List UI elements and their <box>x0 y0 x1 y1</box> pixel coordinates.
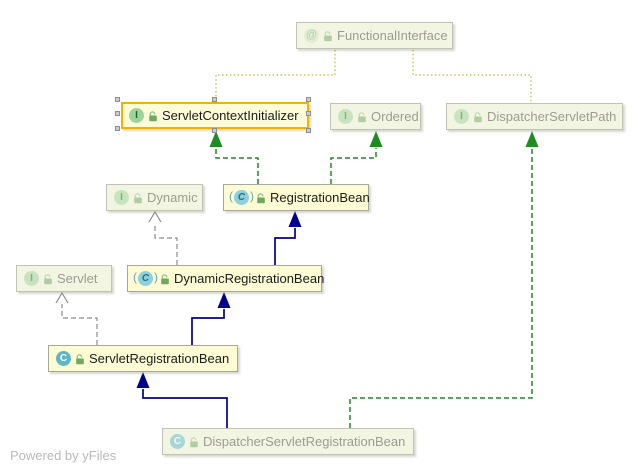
interface-icon: I <box>454 109 469 124</box>
lock-icon <box>323 30 333 42</box>
lock-icon <box>357 111 367 123</box>
lock-icon <box>148 110 158 122</box>
interface-icon: I <box>24 271 39 286</box>
lock-icon <box>160 273 170 285</box>
implements-arrowhead-icon <box>369 131 383 147</box>
selection-handle[interactable] <box>306 128 311 133</box>
node-functional-interface[interactable]: @ FunctionalInterface <box>296 22 453 49</box>
abstract-class-icon: C <box>133 271 158 286</box>
node-dynamic[interactable]: I Dynamic <box>106 184 203 211</box>
node-label: FunctionalInterface <box>337 28 448 43</box>
powered-by-yfiles-label: Powered by yFiles <box>10 448 117 463</box>
lock-icon <box>133 192 143 204</box>
node-label: DispatcherServletRegistrationBean <box>203 434 406 449</box>
selection-handle[interactable] <box>115 126 120 131</box>
annotation-icon: @ <box>304 28 319 43</box>
node-label: Servlet <box>57 271 98 286</box>
node-label: Dynamic <box>147 190 198 205</box>
open-arrowhead-icon <box>55 291 69 304</box>
edge-implements-servletregistrationbean-servlet[interactable] <box>61 304 98 345</box>
lock-icon <box>43 273 53 285</box>
node-servlet-registration-bean[interactable]: C ServletRegistrationBean <box>48 345 238 372</box>
edge-extends-dispatcherservletregistrationbean-servletregistrationbean[interactable] <box>142 389 228 428</box>
edge-implements-registrationbean-servletcontextinitializer[interactable] <box>215 147 259 184</box>
selection-handle[interactable] <box>212 128 217 133</box>
node-label: DispatcherServletPath <box>487 109 617 124</box>
extends-arrowhead-icon <box>288 211 302 227</box>
node-label: RegistrationBean <box>270 190 370 205</box>
class-icon: C <box>170 434 185 449</box>
edge-extends-dynamicregistrationbean-registrationbean[interactable] <box>274 228 296 265</box>
node-ordered[interactable]: I Ordered <box>330 103 421 130</box>
node-label: DynamicRegistrationBean <box>174 271 325 286</box>
class-icon: C <box>56 351 71 366</box>
node-servlet-context-initializer[interactable]: I ServletContextInitializer <box>121 102 309 129</box>
edge-extends-servletregistrationbean-dynamicregistrationbean[interactable] <box>191 309 225 345</box>
edge-implements-dispatcherservletregistrationbean-dispatcherservletpath[interactable] <box>349 148 533 428</box>
node-dispatcher-servlet-registration-bean[interactable]: C DispatcherServletRegistrationBean <box>162 428 414 455</box>
node-servlet[interactable]: I Servlet <box>16 265 112 292</box>
implements-arrowhead-icon <box>209 131 223 147</box>
selection-handle[interactable] <box>306 97 311 102</box>
edge-annotation-functionalinterface-dispatcherservletpath[interactable] <box>412 50 532 102</box>
node-dispatcher-servlet-path[interactable]: I DispatcherServletPath <box>446 103 623 130</box>
node-label: ServletContextInitializer <box>162 108 299 123</box>
edge-annotation-functionalinterface-servletcontextinitializer[interactable] <box>215 50 336 101</box>
extends-arrowhead-icon <box>136 372 150 388</box>
extends-arrowhead-icon <box>217 292 231 308</box>
edge-implements-dynamicregistrationbean-dynamic[interactable] <box>154 223 178 265</box>
interface-icon: I <box>129 108 144 123</box>
lock-icon <box>189 436 199 448</box>
edge-implements-registrationbean-ordered[interactable] <box>330 148 377 184</box>
selection-handle[interactable] <box>115 97 120 102</box>
node-label: Ordered <box>371 109 419 124</box>
lock-icon <box>256 192 266 204</box>
interface-icon: I <box>114 190 129 205</box>
selection-handle[interactable] <box>212 97 217 102</box>
selection-handle[interactable] <box>115 111 120 116</box>
node-dynamic-registration-bean[interactable]: C DynamicRegistrationBean <box>127 265 325 292</box>
abstract-class-icon: C <box>229 190 254 205</box>
node-registration-bean[interactable]: C RegistrationBean <box>223 184 370 211</box>
interface-icon: I <box>338 109 353 124</box>
lock-icon <box>473 111 483 123</box>
node-label: ServletRegistrationBean <box>89 351 230 366</box>
implements-arrowhead-icon <box>525 131 539 147</box>
selection-handle[interactable] <box>306 111 311 116</box>
open-arrowhead-icon <box>148 210 162 223</box>
lock-icon <box>75 353 85 365</box>
